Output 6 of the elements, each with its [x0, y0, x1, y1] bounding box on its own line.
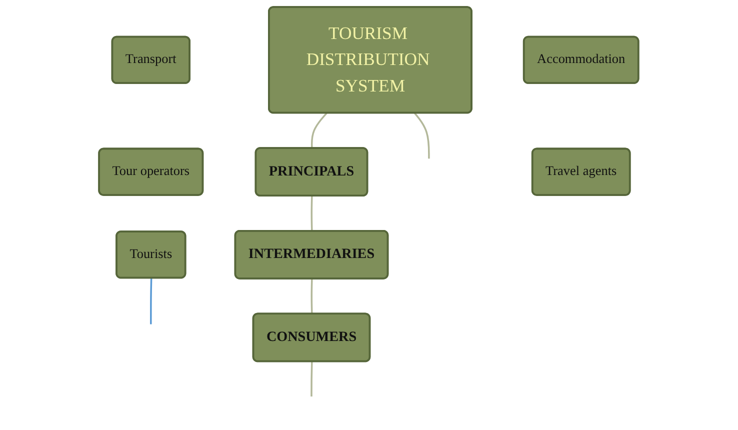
connector [150, 278, 152, 324]
connector [311, 112, 328, 148]
connector [310, 362, 314, 396]
connector [311, 196, 314, 232]
connector [414, 112, 430, 159]
connector [311, 278, 314, 314]
